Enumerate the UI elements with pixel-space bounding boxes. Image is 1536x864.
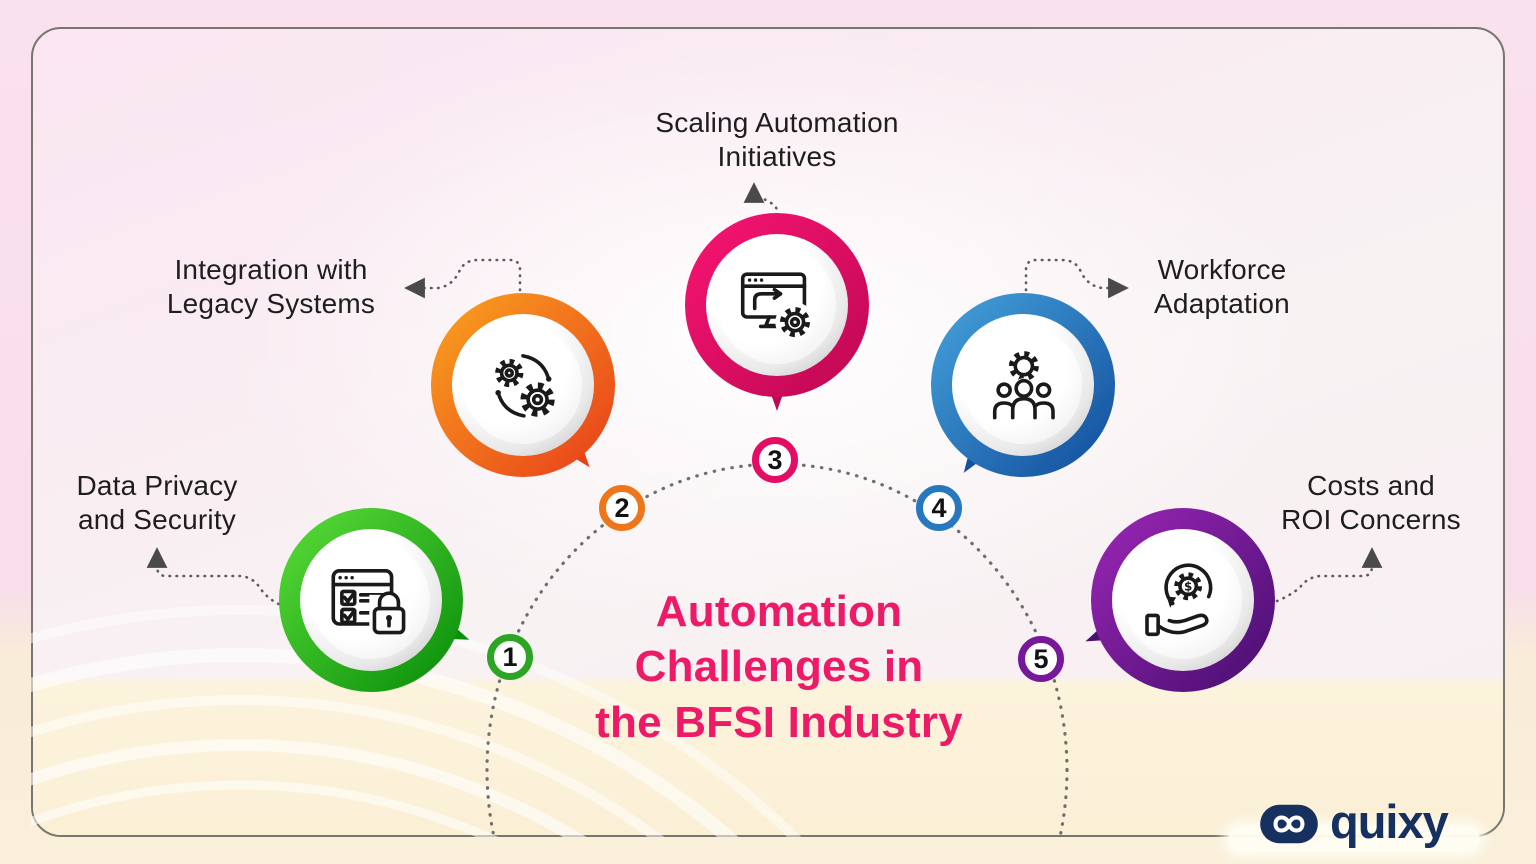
number-badge-5: 5 (1018, 636, 1064, 682)
challenge-bubble-data-privacy (279, 508, 476, 692)
monitor-automation-icon (740, 272, 815, 342)
label-scaling: Scaling Automation Initiatives (597, 106, 957, 174)
silver-disc (452, 314, 594, 456)
icon-disc (464, 326, 582, 444)
challenge-bubble-costs: $ (1078, 508, 1275, 692)
sync-gears-icon (495, 354, 555, 418)
title-line: Automation (655, 587, 903, 636)
label-line: ROI Concerns (1281, 504, 1461, 536)
badge-number: 3 (767, 444, 783, 475)
quixy-logo: quixy (1258, 794, 1449, 852)
hand-gear-dollar-icon: $ (1145, 563, 1213, 637)
icon-disc (718, 246, 836, 364)
challenge-bubble-integration (431, 293, 615, 479)
silver-disc (952, 314, 1094, 456)
badge-number: 4 (931, 492, 947, 523)
title-line: Challenges in (634, 642, 924, 692)
label-costs: Costs and ROI Concerns (1241, 469, 1501, 537)
dollar-glyph: $ (1184, 580, 1192, 594)
label-line: Data Privacy (76, 470, 238, 501)
number-badge-1: 1 (487, 634, 533, 680)
badge-number: 1 (502, 641, 518, 672)
team-gear-icon (992, 351, 1055, 420)
infinity-logo-icon (1260, 804, 1318, 844)
logo-text: quixy (1330, 794, 1449, 848)
checklist-lock-icon (331, 569, 409, 635)
silver-disc: $ (1112, 529, 1254, 671)
challenge-bubble-scaling (685, 213, 869, 411)
challenge-bubble-workforce (931, 293, 1115, 483)
number-badge-2: 2 (599, 485, 645, 531)
label-line: Adaptation (1154, 288, 1290, 320)
label-line: and Security (77, 504, 237, 536)
label-line: Legacy Systems (166, 288, 376, 320)
silver-disc (300, 529, 442, 671)
label-line: Workforce (1157, 254, 1287, 285)
label-data-privacy: Data Privacy and Security (27, 469, 287, 537)
title-line: the BFSI Industry (595, 697, 963, 747)
silver-disc (706, 234, 848, 376)
number-badge-3: 3 (752, 437, 798, 483)
number-badge-4: 4 (916, 485, 962, 531)
icon-disc (312, 541, 430, 659)
icon-disc (964, 326, 1082, 444)
label-line: Costs and (1307, 470, 1435, 501)
label-line: Initiatives (717, 141, 837, 173)
label-workforce: Workforce Adaptation (1082, 253, 1362, 321)
label-line: Scaling Automation (655, 107, 899, 138)
badge-number: 5 (1033, 643, 1049, 674)
label-line: Integration with (174, 254, 368, 285)
icon-disc: $ (1124, 541, 1242, 659)
label-integration: Integration with Legacy Systems (121, 253, 421, 321)
badge-number: 2 (614, 492, 630, 523)
center-title: Automation Challenges in the BFSI Indust… (554, 584, 1004, 750)
